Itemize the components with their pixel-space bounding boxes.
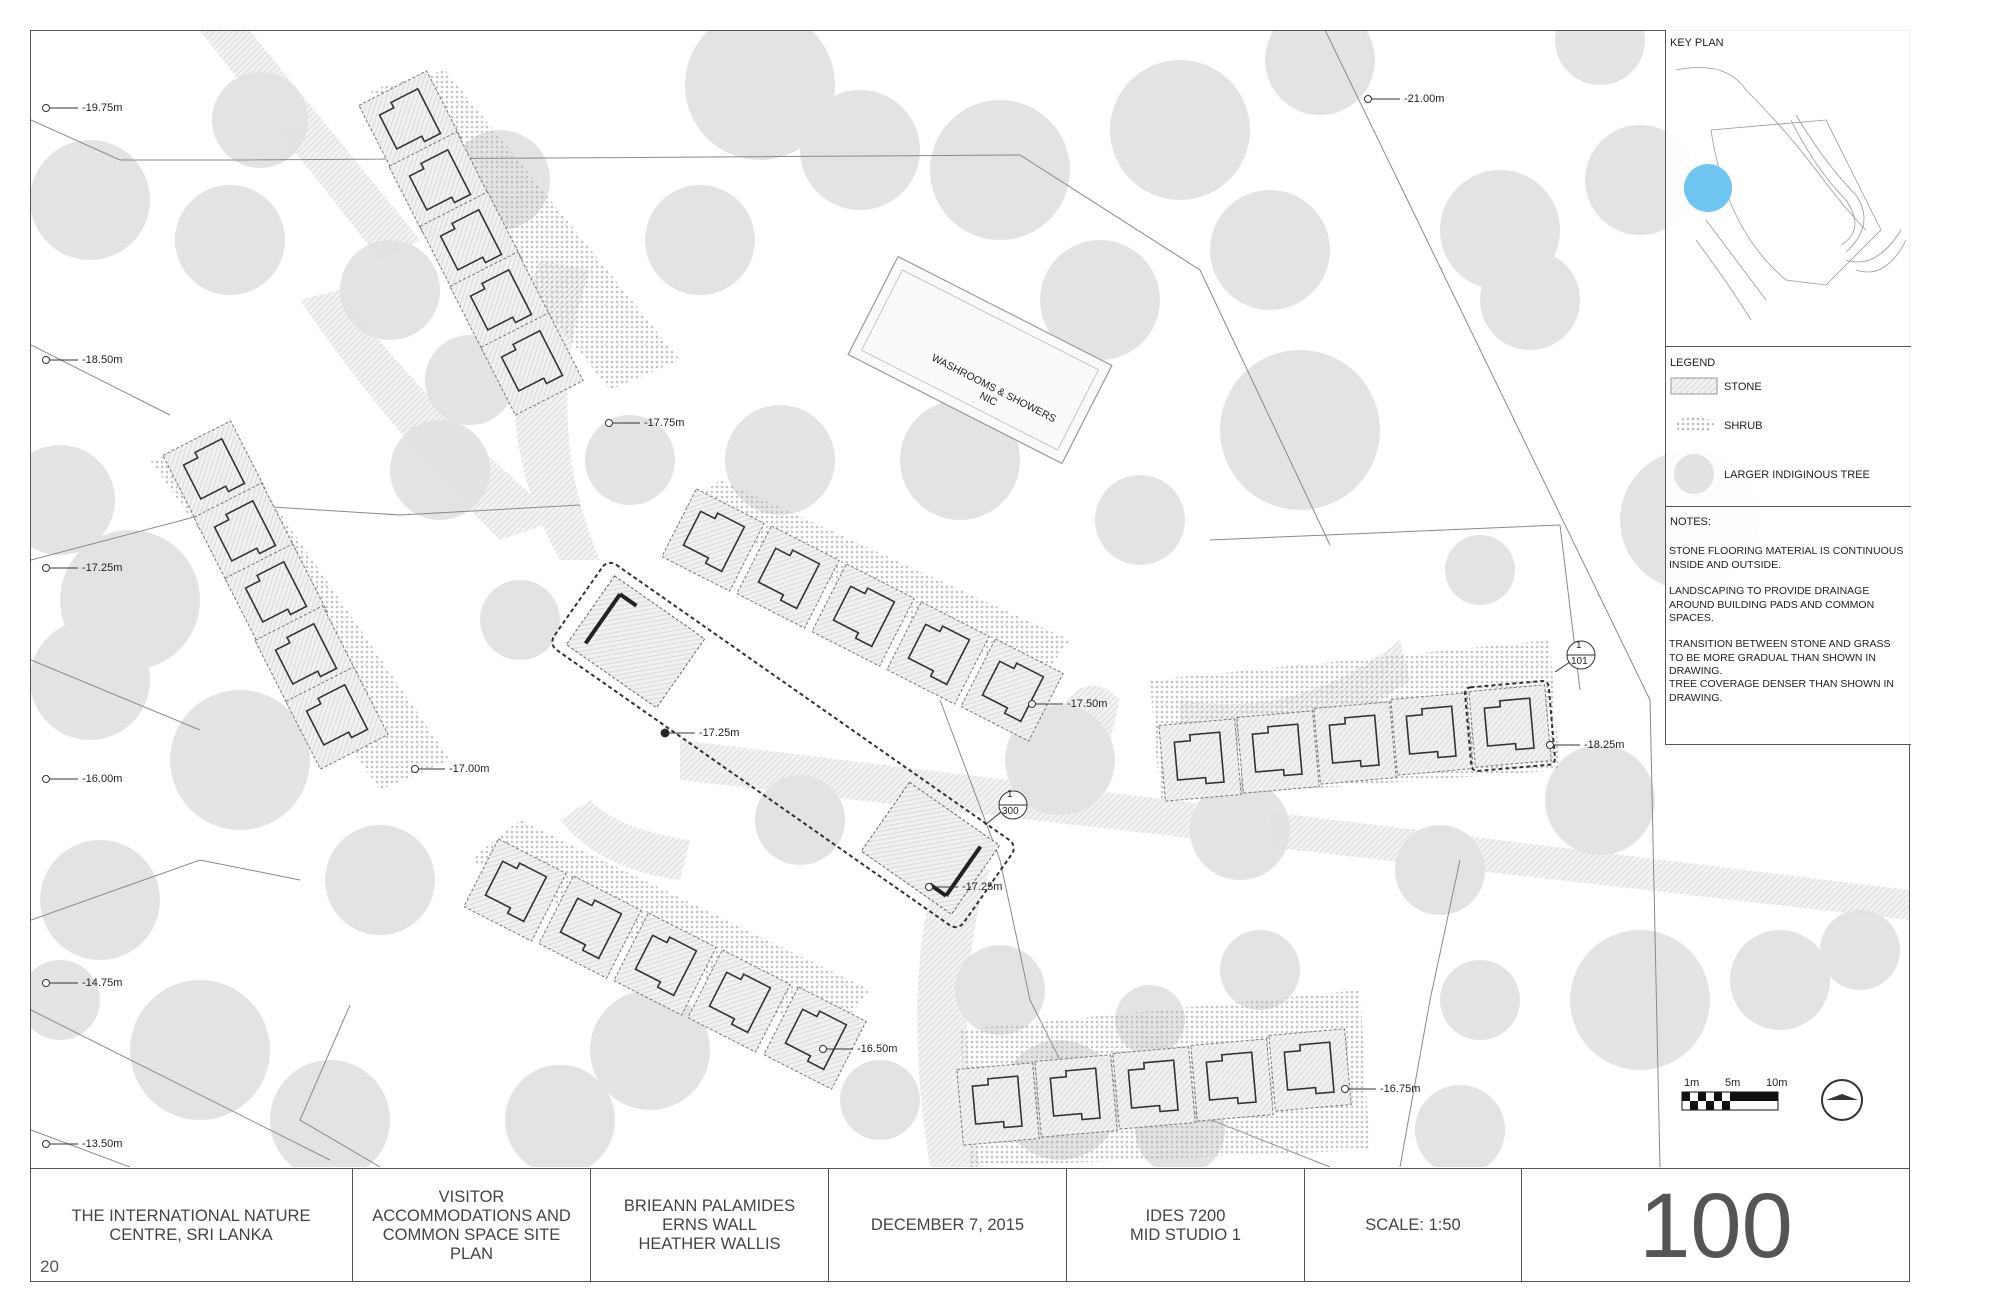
course-name: MID STUDIO 1 (1130, 1225, 1241, 1244)
author-name: ERNS WALL (662, 1216, 757, 1234)
legend-item-shrub: SHRUB (1724, 420, 1763, 432)
scale-bar-label: 10m (1766, 1077, 1788, 1089)
tree-icon (1674, 454, 1714, 494)
stone-hatch-swatch (1670, 377, 1718, 395)
elevation-label: -17.25m (962, 881, 1003, 893)
notes: NOTES: STONE FLOORING MATERIAL IS CONTIN… (1666, 507, 1911, 745)
unit-cluster-east (1158, 679, 1557, 802)
project-name: THE INTERNATIONAL NATURE CENTRE, SRI LAN… (71, 1206, 311, 1244)
note-item: LANDSCAPING TO PROVIDE DRAINAGE AROUND B… (1669, 585, 1875, 624)
sheet-number: 100 (1639, 1174, 1793, 1277)
scale-cell: SCALE: 1:50 (1305, 1169, 1522, 1282)
page-number: 20 (40, 1257, 59, 1276)
author-name: BRIEANN PALAMIDES (623, 1197, 796, 1215)
legend-item-tree: LARGER INDIGINOUS TREE (1724, 469, 1870, 481)
course-cell: IDES 7200 MID STUDIO 1 (1067, 1169, 1305, 1282)
authors-cell: BRIEANN PALAMIDES ERNS WALL HEATHER WALL… (591, 1169, 829, 1282)
drawing-scale: SCALE: 1:50 (1365, 1216, 1461, 1234)
elevation-label: -18.50m (82, 354, 123, 366)
note-item: TRANSITION BETWEEN STONE AND GRASS TO BE… (1669, 638, 1891, 677)
drawing-title: VISITOR ACCOMMODATIONS AND COMMON SPACE … (372, 1187, 571, 1263)
key-plan-heading: KEY PLAN (1670, 37, 1724, 49)
elevation-leaders (42, 95, 1580, 1148)
side-panel: KEY PLAN LEGEND STONE SHRUB LARGER INDIG… (1665, 30, 1911, 745)
drawing-title-cell: VISITOR ACCOMMODATIONS AND COMMON SPACE … (353, 1169, 591, 1282)
project-name-cell: THE INTERNATIONAL NATURE CENTRE, SRI LAN… (30, 1169, 353, 1282)
section-tag-a-number: 1 (1007, 789, 1013, 800)
section-tag-b-number: 1 (1576, 640, 1582, 651)
key-plan-map (1675, 67, 1907, 321)
key-plan: KEY PLAN (1666, 30, 1911, 347)
elevation-label: -16.50m (857, 1043, 898, 1055)
elevation-label: -17.25m (699, 727, 740, 739)
scale-bar-label: 5m (1725, 1077, 1741, 1089)
legend: LEGEND STONE SHRUB LARGER INDIGINOUS TRE… (1666, 347, 1911, 507)
north-arrow-icon (1821, 1079, 1863, 1121)
sheet-number-cell: 100 (1522, 1169, 1910, 1282)
elevation-label: -17.75m (644, 417, 685, 429)
washrooms-building (847, 255, 1113, 465)
elevation-label: -16.75m (1380, 1083, 1421, 1095)
elevation-label: -14.75m (82, 977, 123, 989)
scale-bar-label: 1m (1684, 1077, 1700, 1089)
key-plan-location-marker (1684, 164, 1732, 212)
elevation-label: -21.00m (1404, 93, 1445, 105)
scale-bar (1681, 1091, 1779, 1111)
contour-lines (31, 31, 1661, 1167)
note-item: STONE FLOORING MATERIAL IS CONTINUOUS IN… (1669, 545, 1904, 571)
title-block: THE INTERNATIONAL NATURE CENTRE, SRI LAN… (30, 1168, 1910, 1282)
course-code: IDES 7200 (1145, 1206, 1226, 1225)
author-name: HEATHER WALLIS (638, 1235, 781, 1253)
elevation-label: -17.50m (1067, 698, 1108, 710)
section-tag-a-sheet: 300 (1002, 806, 1019, 817)
elevation-label: -19.75m (82, 102, 123, 114)
elevation-label: -18.25m (1584, 739, 1625, 751)
section-tags (984, 640, 1596, 826)
elevation-label: -16.00m (82, 773, 123, 785)
drawing-date: DECEMBER 7, 2015 (870, 1216, 1025, 1234)
elevation-label: -13.50m (82, 1138, 123, 1150)
shrub-icon (1674, 417, 1714, 433)
notes-heading: NOTES: (1670, 516, 1711, 528)
elevation-label: -17.00m (449, 763, 490, 775)
date-cell: DECEMBER 7, 2015 (829, 1169, 1067, 1282)
elevation-label: -17.25m (82, 562, 123, 574)
section-tag-b-sheet: 101 (1571, 656, 1588, 667)
stone-paths (200, 31, 1909, 1167)
legend-heading: LEGEND (1670, 357, 1716, 369)
site-plan-content (31, 31, 1909, 1167)
legend-item-stone: STONE (1724, 381, 1762, 393)
note-item: TREE COVERAGE DENSER THAN SHOWN IN DRAWI… (1669, 678, 1895, 704)
common-pavilion (551, 561, 1015, 929)
